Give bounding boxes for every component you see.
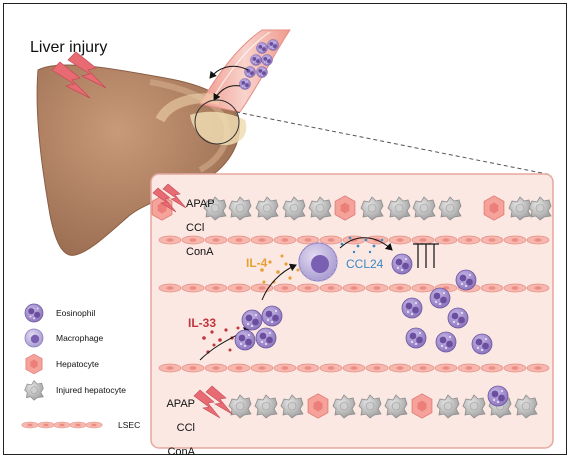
hepatocyte-icon	[25, 353, 43, 375]
zoom-connector	[235, 111, 553, 176]
legend-label-injured-hepatocyte: Injured hepatocyte	[56, 385, 126, 395]
figure-title: Liver injury	[30, 39, 108, 56]
drug-top-2: CCl	[186, 222, 205, 234]
lsec-row-top	[158, 235, 550, 245]
lsec-icon	[21, 421, 103, 429]
ccl24-arrow	[339, 237, 393, 251]
legend-icons	[21, 303, 103, 429]
figure-frame	[3, 3, 567, 455]
legend-label-hepatocyte: Hepatocyte	[56, 359, 99, 369]
drug-bottom-1: APAP	[166, 398, 195, 410]
legend-label-macrophage: Macrophage	[56, 333, 104, 343]
il4-particles	[260, 254, 300, 284]
il4-label: IL-4	[246, 256, 268, 270]
drug-list-top: APAP CCl ConA	[186, 186, 215, 270]
macrophage-cell	[298, 242, 338, 282]
drug-top-1: APAP	[186, 198, 215, 210]
inset-bolt-bottom-icon	[193, 385, 233, 419]
ccl24-particles	[340, 236, 384, 254]
inhibition-bars	[413, 243, 439, 268]
injured-hepatocyte-icon	[24, 380, 44, 401]
legend-label-lsec: LSEC	[118, 420, 141, 430]
lsec-row-middle	[158, 283, 550, 293]
vessel-arrow-1	[209, 65, 249, 79]
il33-label: IL-33	[188, 316, 217, 330]
inset-bolt-top-icon	[152, 183, 187, 213]
lsec-row-bottom	[158, 363, 550, 373]
drug-list-bottom: APAP CCl ConA	[157, 386, 195, 470]
injury-bolt-icon	[51, 51, 107, 99]
zoom-circle	[194, 99, 240, 145]
vessel-arrow-2	[213, 85, 241, 101]
ccl24-label: CCL24	[346, 257, 384, 271]
drug-bottom-2: CCl	[176, 422, 195, 434]
macrophage-icon	[24, 328, 44, 348]
illustration	[21, 29, 554, 449]
eosinophil-icon	[24, 303, 44, 323]
drug-bottom-3: ConA	[167, 446, 195, 458]
il4-arrow	[261, 263, 297, 301]
drug-top-3: ConA	[186, 246, 214, 258]
legend-label-eosinophil: Eosinophil	[56, 308, 96, 318]
